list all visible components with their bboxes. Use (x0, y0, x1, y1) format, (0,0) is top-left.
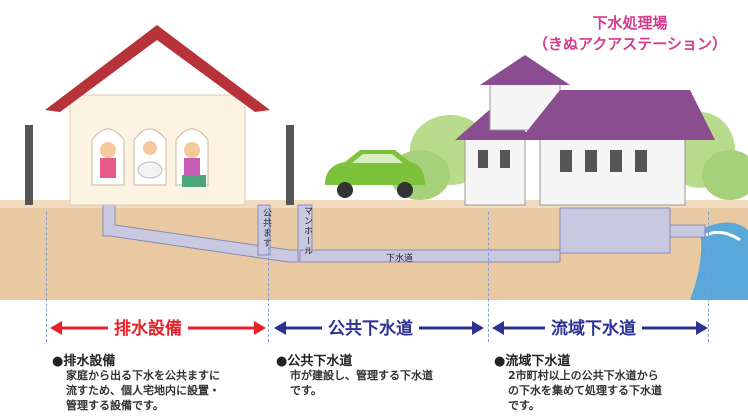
fence-post-left (25, 125, 33, 205)
car (325, 150, 425, 198)
divider-left (46, 212, 47, 342)
manhole-label: マンホール (302, 206, 312, 256)
regional-sewer-banner: 流域下水道 (545, 314, 642, 344)
public-sewer-description: 市が建設し、管理する下水道 です。 (290, 369, 433, 397)
river (690, 222, 748, 300)
treatment-station (455, 55, 715, 206)
divider-mid1 (268, 212, 269, 342)
drainage-description: 家庭から出る下水を公共ますに 流すため、個人宅地内に設置・ 管理する設備です。 (66, 369, 220, 412)
drainage-title: ●排水設備 (52, 354, 116, 369)
divider-right (708, 212, 709, 342)
station-subtitle: （きぬアクアステーション） (533, 35, 727, 53)
sewer-label: 下水道 (386, 254, 414, 264)
station-title: 下水処理場 (592, 14, 668, 32)
public-sewer-title: ●公共下水道 (276, 354, 353, 369)
public-sewer-banner: 公共下水道 (322, 314, 419, 344)
house (45, 25, 270, 206)
sewer-pipes (102, 204, 706, 263)
public-basin-label: 公共ます (261, 208, 271, 248)
drainage-banner: 排水設備 (108, 314, 188, 344)
divider-mid2 (488, 212, 489, 342)
regional-sewer-description: 2市町村以上の公共下水道から の下水を集めて処理する下水道 です。 (508, 369, 662, 412)
regional-sewer-title: ●流域下水道 (494, 354, 571, 369)
fence-post-right (286, 125, 294, 205)
